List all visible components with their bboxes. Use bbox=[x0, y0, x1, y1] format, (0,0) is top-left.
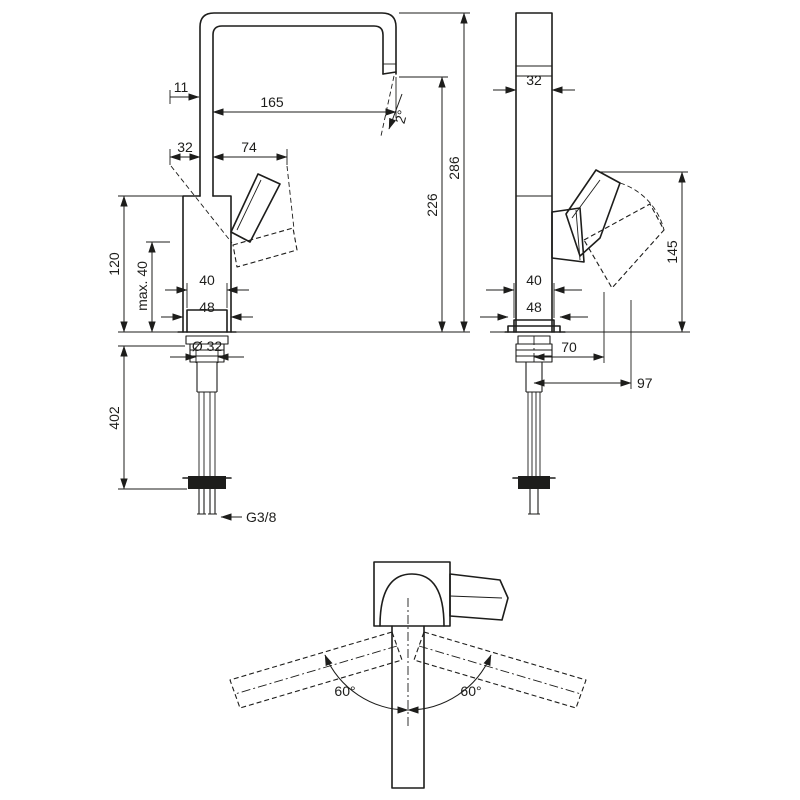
dim-label-handle-height: 145 bbox=[664, 240, 680, 264]
dim-label-base-depth: 48 bbox=[526, 299, 542, 315]
plan-handle bbox=[449, 573, 509, 621]
side-handle-mount bbox=[551, 207, 585, 263]
dim-label-max-mounting-depth: max. 40 bbox=[134, 261, 150, 311]
dim-label-body-depth: 32 bbox=[526, 72, 542, 88]
dim-label-handle-length: 74 bbox=[241, 139, 257, 155]
plan-object-lines bbox=[229, 561, 587, 789]
front-object-lines bbox=[118, 12, 470, 515]
side-body-joints bbox=[516, 65, 552, 197]
dim-label-base-width: 48 bbox=[199, 299, 215, 315]
side-dimensions: 32 145 40 48 70 97 bbox=[480, 72, 688, 391]
tailpieces bbox=[197, 489, 217, 515]
washer bbox=[185, 335, 229, 345]
plan-view: 60° 60° bbox=[229, 561, 587, 789]
side-object-lines bbox=[490, 12, 690, 515]
side-shank bbox=[525, 362, 543, 393]
shank bbox=[196, 362, 218, 393]
plan-dimensions: 60° 60° bbox=[324, 654, 492, 714]
side-base-flange bbox=[507, 325, 561, 333]
plan-arm-right-dashed bbox=[413, 631, 587, 709]
dim-label-thread-size: G3/8 bbox=[246, 509, 277, 525]
side-handle-sweep-arc bbox=[619, 182, 665, 231]
dim-label-spout-reach: 165 bbox=[260, 94, 284, 110]
dim-label-overall-depth: 97 bbox=[637, 375, 653, 391]
plan-dome bbox=[379, 573, 445, 627]
front-view: 11 165 2° 32 74 120 max. 40 bbox=[106, 12, 470, 525]
dim-label-swivel-right: 60° bbox=[460, 683, 481, 699]
plan-arm-left-centerline bbox=[234, 645, 398, 695]
dim-label-spout-height: 226 bbox=[424, 193, 440, 217]
plan-arm-right-centerline bbox=[418, 645, 582, 695]
spout-outlet bbox=[382, 71, 397, 75]
dim-label-outlet-angle: 2° bbox=[392, 108, 411, 125]
handle-lever bbox=[230, 173, 281, 243]
handle-extension-dashed-left bbox=[170, 165, 233, 244]
side-handle-rotated-dashed bbox=[583, 203, 665, 289]
spout-outline bbox=[199, 12, 397, 197]
dim-label-spout-pipe-offset: 11 bbox=[174, 79, 189, 95]
handle-rotated-dashed bbox=[232, 227, 298, 268]
front-dimensions: 11 165 2° 32 74 120 max. 40 bbox=[106, 12, 470, 525]
side-hose bbox=[527, 392, 541, 476]
side-view: 32 145 40 48 70 97 bbox=[480, 12, 690, 515]
dim-label-supply-length: 402 bbox=[106, 406, 122, 430]
dim-label-handle-projection: 70 bbox=[561, 339, 577, 355]
spout-inner-line bbox=[212, 25, 384, 197]
dim-label-body-height: 120 bbox=[106, 252, 122, 276]
side-handle-lever bbox=[565, 169, 621, 257]
side-tailpiece bbox=[528, 489, 540, 515]
dim-label-swivel-left: 60° bbox=[334, 683, 355, 699]
supply-hoses bbox=[198, 392, 216, 476]
dim-label-overall-height: 286 bbox=[446, 156, 462, 180]
handle-lever-inner bbox=[236, 179, 262, 231]
dim-label-hole-diameter: Ø 32 bbox=[192, 338, 223, 354]
handle-extension-dashed-right bbox=[286, 165, 295, 230]
plan-body-square bbox=[373, 561, 451, 627]
plan-arm-left-dashed bbox=[229, 631, 403, 709]
side-bracket bbox=[518, 476, 550, 489]
side-handle-lever-inner bbox=[571, 179, 601, 219]
dim-label-handle-offset: 32 bbox=[177, 139, 193, 155]
dim-label-aerator-width: 40 bbox=[199, 272, 215, 288]
body-aerator-face bbox=[186, 309, 228, 333]
bracket bbox=[188, 476, 226, 489]
plan-handle-inner bbox=[449, 595, 503, 599]
dim-label-aerator-depth: 40 bbox=[526, 272, 542, 288]
